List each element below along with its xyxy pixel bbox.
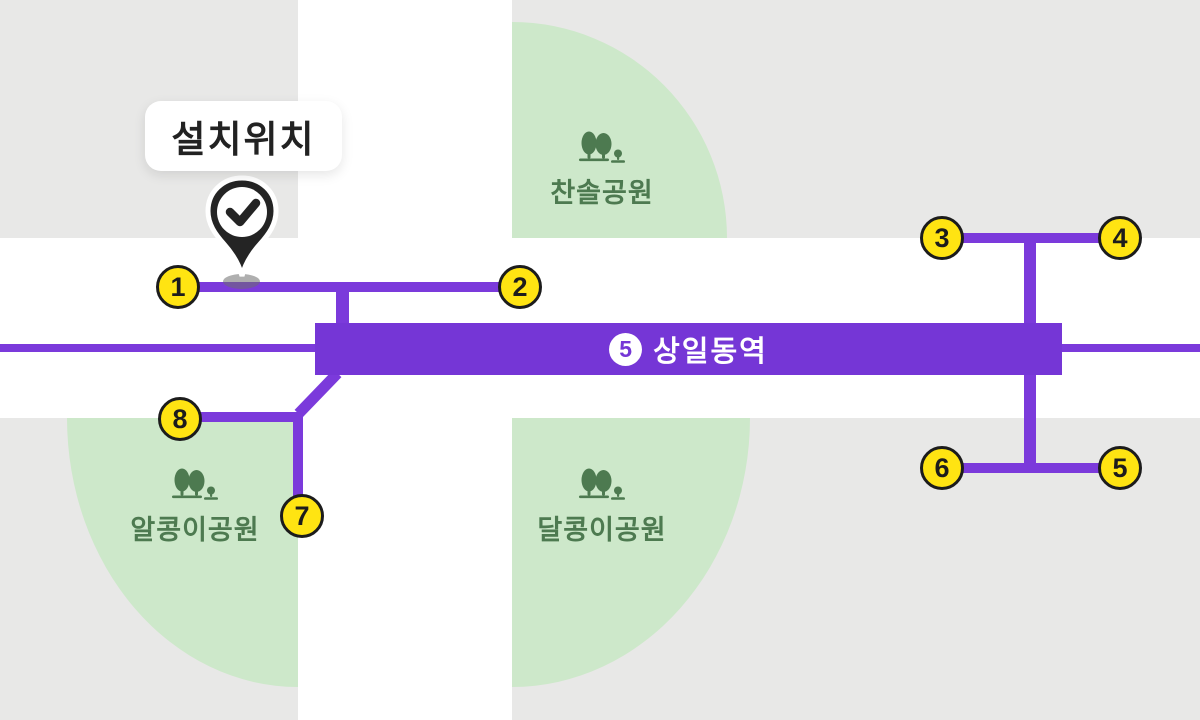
exit-path-connector-top [336,284,349,325]
park-label-dalkong: 달콩이공원 [522,464,682,547]
location-pin-icon [205,175,279,277]
line-number-badge: 5 [609,332,643,366]
exit-path-1-2 [178,282,520,292]
exit-badge-6: 6 [920,446,964,490]
checkmark-icon [225,198,261,227]
trees-icon [172,468,218,500]
park-label-alkong: 알콩이공원 [115,464,275,547]
exit-badge-8: 8 [158,397,202,441]
subway-line-left [0,344,316,352]
park-label-chansol: 찬솔공원 [522,127,682,210]
station-name: 상일동역 [653,336,768,368]
marker-label: 설치위치 [171,119,316,160]
exit-badge-5: 5 [1098,446,1142,490]
park-name: 알콩이공원 [130,515,260,545]
exit-path-7 [293,413,303,516]
marker-label-bubble: 설치위치 [145,101,342,171]
station-box: 5 상일동역 [315,323,1062,375]
exit-badge-3: 3 [920,216,964,260]
exit-badge-7: 7 [280,494,324,538]
park-name: 달콩이공원 [537,515,667,545]
exit-badge-2: 2 [498,265,542,309]
trees-icon [579,468,625,500]
subway-line-right [1061,344,1200,352]
exit-badge-4: 4 [1098,216,1142,260]
pin-shadow [223,274,260,289]
park-name: 찬솔공원 [550,178,654,208]
exit-path-diagonal [294,369,342,418]
exit-path-8 [180,412,303,422]
trees-icon [579,131,625,163]
exit-badge-1: 1 [156,265,200,309]
